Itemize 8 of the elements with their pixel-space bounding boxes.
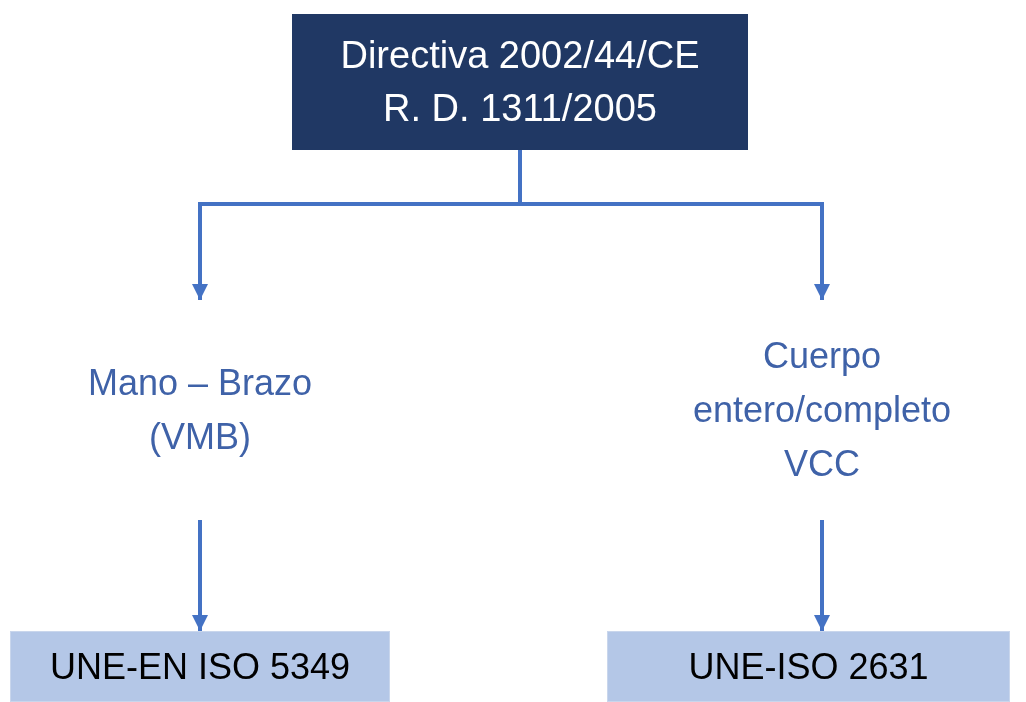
directive-box: Directiva 2002/44/CE R. D. 1311/2005 [292, 14, 748, 150]
standard-box: UNE-EN ISO 5349 [10, 631, 390, 702]
arrow [192, 520, 208, 631]
arrow [518, 150, 830, 300]
category-label: Cuerpo entero/completo VCC [640, 300, 1004, 520]
standard-box: UNE-ISO 2631 [607, 631, 1010, 702]
category-label: Mano – Brazo (VMB) [20, 300, 380, 520]
arrow [814, 520, 830, 631]
